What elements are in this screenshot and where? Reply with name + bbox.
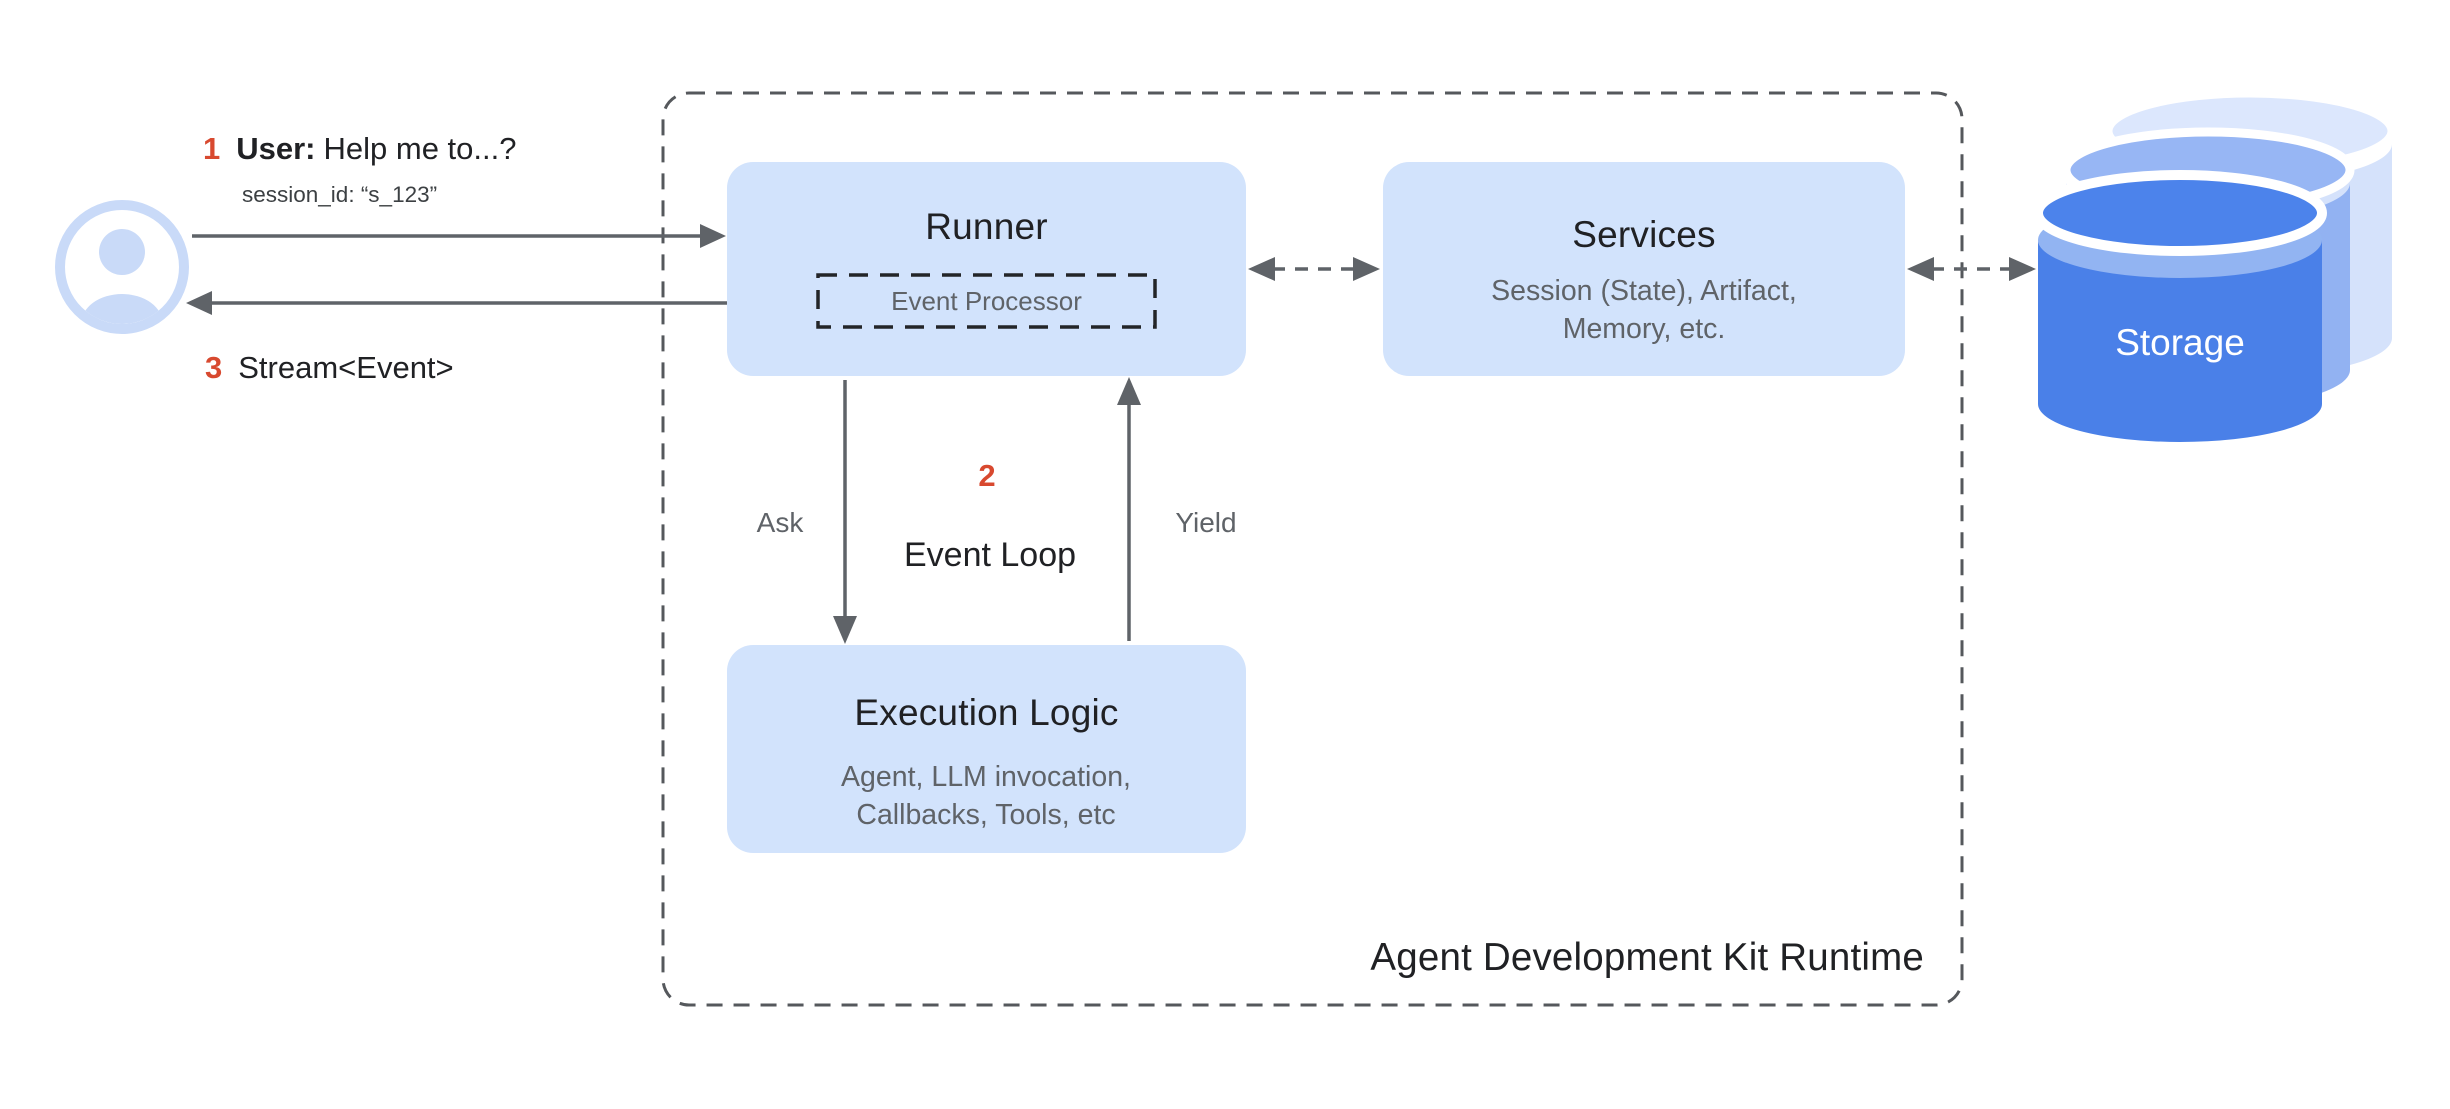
arrow-services-storage xyxy=(1907,257,2036,281)
step2-number: 2 xyxy=(978,458,996,493)
ask-label: Ask xyxy=(756,507,804,538)
arrow-yield xyxy=(1117,377,1141,641)
step1-label: 1 User:Help me to...? xyxy=(203,131,517,167)
execution-subtitle: Agent, LLM invocation, Callbacks, Tools,… xyxy=(841,761,1131,831)
services-subtitle: Session (State), Artifact, Memory, etc. xyxy=(1491,275,1797,345)
runtime-container-label: Agent Development Kit Runtime xyxy=(1370,936,1924,979)
step3-label: 3 Stream<Event> xyxy=(205,350,454,386)
arrow-runner-services xyxy=(1248,257,1380,281)
arrow-user-to-runner xyxy=(192,224,726,248)
event-processor-label: Event Processor xyxy=(891,285,1082,316)
storage-label: Storage xyxy=(2115,322,2245,363)
step3-text: Stream<Event> xyxy=(238,350,454,385)
step1-number: 1 xyxy=(203,131,221,166)
execution-title: Execution Logic xyxy=(854,692,1119,733)
session-id-label: session_id: “s_123” xyxy=(242,182,438,207)
storage-icon xyxy=(2033,88,2397,442)
runner-node xyxy=(727,162,1246,376)
event-loop-label: Event Loop xyxy=(903,536,1077,574)
step3-number: 3 xyxy=(205,350,223,385)
step1-text: Help me to...? xyxy=(323,131,517,166)
runner-title: Runner xyxy=(925,206,1048,247)
arrow-runner-to-user xyxy=(186,291,727,315)
arrow-ask xyxy=(833,380,857,644)
user-icon xyxy=(55,200,189,334)
services-title: Services xyxy=(1572,214,1716,255)
yield-label: Yield xyxy=(1175,507,1237,538)
step1-prefix: User: xyxy=(236,131,316,166)
